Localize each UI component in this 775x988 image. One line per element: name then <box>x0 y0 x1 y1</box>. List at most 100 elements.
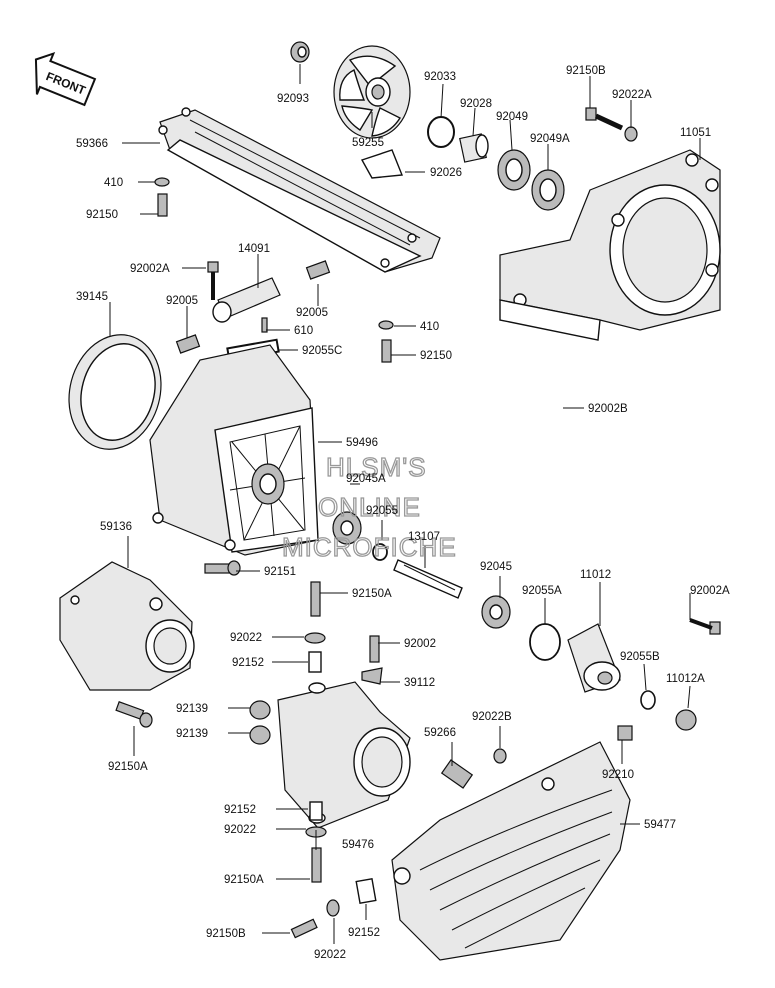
part-label[interactable]: 59477 <box>644 819 676 831</box>
steering-nozzle-part[interactable] <box>277 681 411 829</box>
washer-410-lower-part[interactable] <box>378 320 394 330</box>
part-label[interactable]: 92045A <box>346 473 386 485</box>
part-label[interactable]: 92005 <box>166 295 198 307</box>
bolt-92150a-lower-part[interactable] <box>311 847 322 883</box>
liner-ring-part[interactable] <box>57 324 174 459</box>
collar-92152-lower-part[interactable] <box>309 801 323 821</box>
impeller-cap-part[interactable] <box>290 41 310 63</box>
part-label[interactable]: 92049A <box>530 133 570 145</box>
part-label[interactable]: 92150B <box>566 65 606 77</box>
part-label[interactable]: 92150 <box>86 209 118 221</box>
oil-seal-part[interactable] <box>497 149 531 191</box>
fitting-92210-part[interactable] <box>617 725 633 741</box>
collar-92152-bottom-part[interactable] <box>355 877 377 905</box>
washer-410-upper-part[interactable] <box>154 177 170 187</box>
bolt-92002-part[interactable] <box>369 635 380 663</box>
part-label[interactable]: 92139 <box>176 703 208 715</box>
oil-seal-a-part[interactable] <box>531 169 565 211</box>
collar-part[interactable] <box>459 133 489 163</box>
part-label[interactable]: 92028 <box>460 98 492 110</box>
bolt-92150a-upper-part[interactable] <box>310 581 321 617</box>
part-label[interactable]: 92152 <box>232 657 264 669</box>
washer-92022b-part[interactable] <box>493 748 507 764</box>
part-label[interactable]: 39112 <box>404 677 435 689</box>
part-label[interactable]: 39145 <box>76 291 108 303</box>
part-label[interactable]: 92033 <box>424 71 456 83</box>
impeller-part[interactable] <box>333 45 411 139</box>
bracket-14091-part[interactable] <box>212 277 281 323</box>
mount-washer-a-part[interactable] <box>624 126 638 142</box>
part-label[interactable]: 92150B <box>206 928 246 940</box>
part-label[interactable]: 92055A <box>522 585 562 597</box>
part-label[interactable]: 92002A <box>690 585 730 597</box>
part-label[interactable]: 92055C <box>302 345 342 357</box>
plug-11012a-part[interactable] <box>675 709 697 731</box>
part-label[interactable]: 59366 <box>76 138 108 150</box>
mount-bolt-b-part[interactable] <box>585 107 624 131</box>
part-label[interactable]: 11012A <box>666 673 705 685</box>
bolt-92150-lower-part[interactable] <box>381 339 392 363</box>
lever-39112-part[interactable] <box>361 667 383 685</box>
fitting-92005-left-part[interactable] <box>175 334 201 354</box>
part-label[interactable]: 92002B <box>588 403 628 415</box>
fitting-92005-right-part[interactable] <box>305 260 331 280</box>
o-ring-92055-part[interactable] <box>372 543 388 561</box>
part-label[interactable]: 92005 <box>296 307 328 319</box>
part-label[interactable]: 59476 <box>342 839 374 851</box>
bolt-92151-part[interactable] <box>204 560 241 576</box>
part-label[interactable]: 92022A <box>612 89 652 101</box>
part-label[interactable]: 92055 <box>366 505 398 517</box>
part-label[interactable]: 92152 <box>348 927 380 939</box>
part-label[interactable]: 14091 <box>238 243 270 255</box>
part-label[interactable]: 410 <box>104 177 123 189</box>
part-label[interactable]: 410 <box>420 321 439 333</box>
bushing-92139-lower-part[interactable] <box>249 725 271 745</box>
part-label[interactable]: 92022 <box>314 949 346 961</box>
bearing-92045-part[interactable] <box>481 595 511 629</box>
bolt-92002a-upper-part[interactable] <box>207 261 219 300</box>
bolt-92150a-left-part[interactable] <box>115 701 153 728</box>
part-label[interactable]: 610 <box>294 325 313 337</box>
part-label[interactable]: 92150A <box>224 874 264 886</box>
intake-grate-part[interactable] <box>158 107 441 273</box>
part-label[interactable]: 59136 <box>100 521 132 533</box>
o-ring-92055a-part[interactable] <box>529 623 561 661</box>
o-ring-92055b-part[interactable] <box>640 690 656 710</box>
part-label[interactable]: 92022 <box>230 632 262 644</box>
part-label[interactable]: 92002 <box>404 638 436 650</box>
part-label[interactable]: 13107 <box>408 531 440 543</box>
pump-housing-part[interactable] <box>149 344 319 556</box>
part-label[interactable]: 92002A <box>130 263 170 275</box>
collar-92152-upper-part[interactable] <box>308 651 322 673</box>
part-label[interactable]: 11051 <box>680 127 711 139</box>
part-label[interactable]: 92045 <box>480 561 512 573</box>
part-label[interactable]: 59496 <box>346 437 378 449</box>
fitting-59266-part[interactable] <box>440 759 474 789</box>
part-label[interactable]: 92152 <box>224 804 256 816</box>
nozzle-part[interactable] <box>59 561 195 691</box>
reverse-bucket-part[interactable] <box>391 741 631 961</box>
bolt-92150b-bottom-part[interactable] <box>290 918 318 939</box>
part-label[interactable]: 92022B <box>472 711 512 723</box>
pump-shaft-part[interactable] <box>393 559 463 599</box>
bearing-92045a-part[interactable] <box>332 511 362 545</box>
bolt-92150-upper-part[interactable] <box>157 193 168 217</box>
part-label[interactable]: 59266 <box>424 727 456 739</box>
part-label[interactable]: 92139 <box>176 728 208 740</box>
pin-610-part[interactable] <box>261 317 268 333</box>
part-label[interactable]: 92055B <box>620 651 660 663</box>
part-label[interactable]: 11012 <box>580 569 611 581</box>
part-label[interactable]: 92049 <box>496 111 528 123</box>
circlip-part[interactable] <box>427 116 455 148</box>
pump-mount-bracket-part[interactable] <box>499 149 721 341</box>
washer-92022-bottom-part[interactable] <box>326 899 340 917</box>
part-label[interactable]: 92150A <box>352 588 392 600</box>
part-label[interactable]: 92150 <box>420 350 452 362</box>
bushing-92139-upper-part[interactable] <box>249 700 271 720</box>
bolt-92002a-right-part[interactable] <box>689 618 721 635</box>
part-label[interactable]: 92150A <box>108 761 148 773</box>
part-label[interactable]: 92093 <box>277 93 309 105</box>
part-label[interactable]: 92022 <box>224 824 256 836</box>
part-label[interactable]: 59255 <box>352 137 384 149</box>
part-label[interactable]: 92210 <box>602 769 634 781</box>
